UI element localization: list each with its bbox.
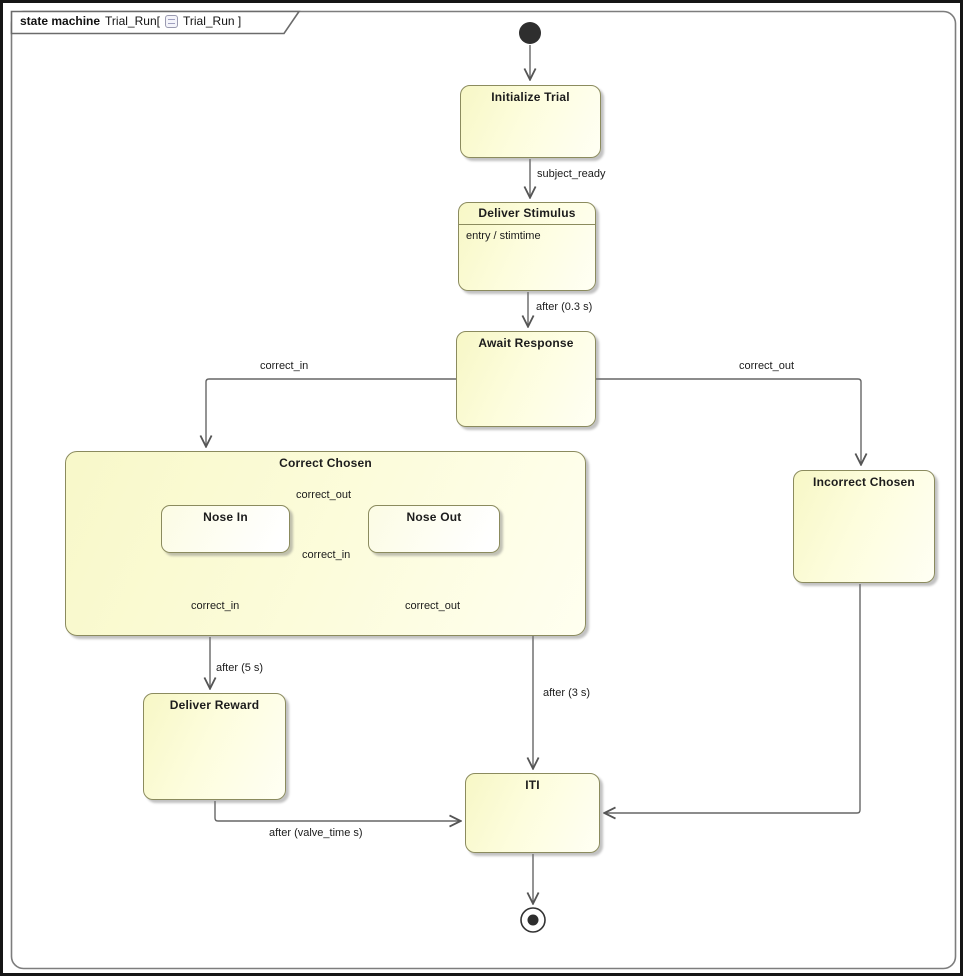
state-name: Await Response (478, 336, 574, 350)
state-nose-out[interactable]: Nose Out (368, 505, 500, 553)
edge-correct-out-main (596, 378, 861, 464)
state-iti[interactable]: ITI (465, 773, 600, 853)
state-entry-activity: entry / stimtime (466, 230, 541, 242)
transition-label-after-03s[interactable]: after (0.3 s) (536, 301, 593, 313)
state-name: Deliver Reward (169, 698, 260, 712)
state-name: Correct Chosen (279, 456, 372, 470)
diagram-name: Trial_Run[ (105, 14, 160, 28)
state-deliver-reward[interactable]: Deliver Reward (143, 693, 286, 800)
state-name: ITI (525, 778, 540, 792)
state-correct-chosen[interactable]: Correct Chosen (65, 451, 586, 636)
state-incorrect-chosen[interactable]: Incorrect Chosen (793, 470, 935, 583)
diagram-context-name: Trial_Run ] (182, 14, 242, 28)
transition-label-nosein-self[interactable]: correct_in (191, 600, 240, 612)
state-initialize-trial[interactable]: Initialize Trial (460, 85, 601, 158)
diagram-title: state machine Trial_Run[ Trial_Run ] (20, 14, 241, 28)
state-deliver-stimulus[interactable]: Deliver Stimulus entry / stimtime (458, 202, 596, 291)
transition-label-correct-in-main[interactable]: correct_in (260, 360, 309, 372)
state-name: Nose Out (406, 510, 462, 524)
transition-label-correct-out-main[interactable]: correct_out (739, 360, 795, 372)
diagram-title-tab (10, 10, 301, 35)
state-name: Initialize Trial (491, 90, 570, 104)
initial-state-top[interactable] (519, 22, 541, 44)
diagram-icon (164, 14, 178, 28)
transition-label-noseout-self[interactable]: correct_out (405, 600, 461, 612)
transition-label-nosein-to-noseout[interactable]: correct_out (296, 489, 352, 501)
transition-label-after-3s[interactable]: after (3 s) (543, 687, 591, 699)
diagram-kind-label: state machine (20, 14, 101, 28)
transition-label-subject-ready[interactable]: subject_ready (537, 168, 606, 180)
state-nose-in[interactable]: Nose In (161, 505, 290, 553)
state-name-compartment: Deliver Stimulus (459, 203, 595, 225)
edge-incorrect-to-iti (605, 584, 861, 813)
final-state[interactable] (520, 907, 546, 933)
state-name: Incorrect Chosen (813, 475, 915, 489)
state-name: Nose In (203, 510, 248, 524)
state-await-response[interactable]: Await Response (456, 331, 596, 427)
state-name: Deliver Stimulus (478, 206, 576, 220)
transition-label-after-valve[interactable]: after (valve_time s) (269, 827, 363, 839)
transition-label-after-5s[interactable]: after (5 s) (216, 662, 264, 674)
edge-correct-in-main (206, 378, 456, 446)
edge-after-valve (214, 801, 460, 821)
transition-label-noseout-to-nosein[interactable]: correct_in (302, 549, 351, 561)
